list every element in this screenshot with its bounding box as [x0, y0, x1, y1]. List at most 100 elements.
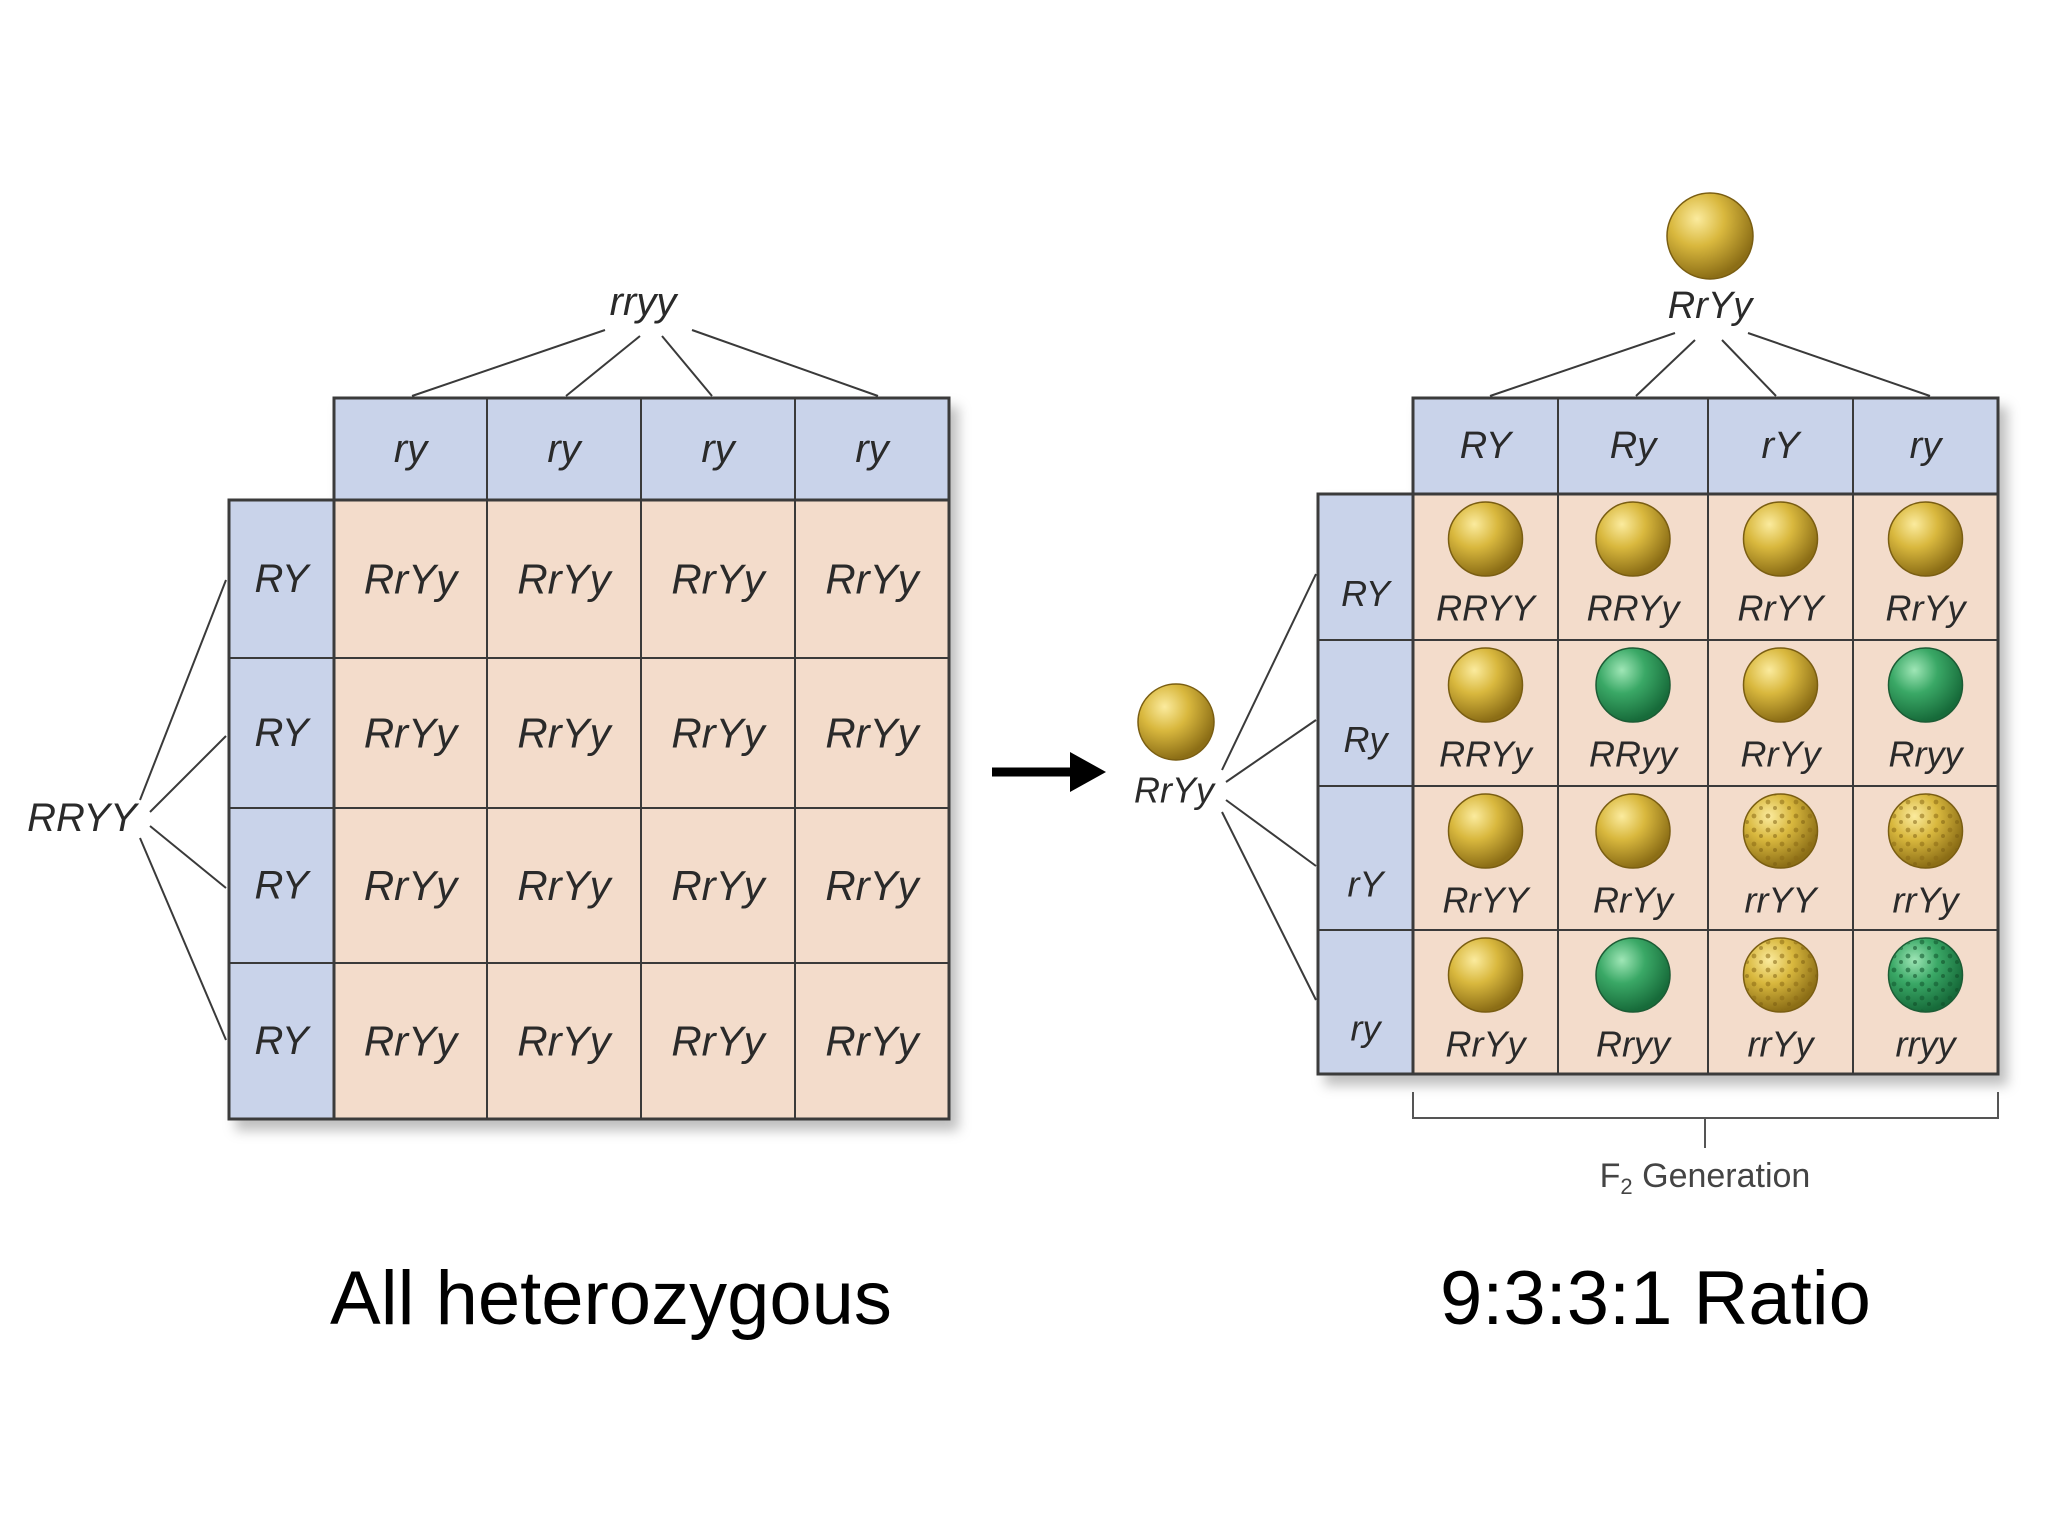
generation-subscript: 2 [1620, 1174, 1632, 1199]
top-parent-seed-icon [1666, 192, 1754, 280]
round-green-seed-icon [1595, 937, 1671, 1013]
generation-word: Generation [1633, 1157, 1811, 1195]
right-offspring-genotype: rrYy [1748, 1024, 1816, 1065]
right-side-branch-line [1221, 811, 1317, 1001]
left-offspring-genotype: RrYy [364, 1018, 460, 1065]
left-offspring-genotype: RrYy [517, 710, 613, 757]
left-offspring-genotype: RrYy [671, 862, 767, 909]
left-top-branch-line [661, 335, 713, 397]
left-row-header-bar [227, 498, 336, 1121]
right-offspring-genotype: RrYy [1741, 734, 1823, 775]
left-offspring-genotype: RrYy [671, 1018, 767, 1065]
left-col-gamete: ry [855, 427, 891, 471]
right-col-gamete: ry [1910, 425, 1944, 467]
round-yellow-seed-icon [1887, 501, 1964, 577]
right-offspring-genotype: RRYy [1587, 588, 1682, 629]
left-offspring-genotype: RrYy [671, 710, 767, 757]
round-yellow-seed-icon [1595, 793, 1671, 869]
right-top-branch-line [1489, 332, 1676, 397]
left-side-branch-line [149, 735, 227, 813]
right-offspring-genotype: rrYY [1745, 880, 1820, 921]
wrinkled-yellow-seed-icon [1887, 793, 1964, 869]
left-side-parent-label: RRYY [27, 796, 140, 840]
right-offspring-genotype: RRyy [1589, 734, 1679, 775]
right-offspring-genotype: Rryy [1889, 734, 1965, 775]
right-row-gamete: rY [1348, 863, 1387, 904]
left-top-parent-label: rryy [610, 280, 680, 324]
round-green-seed-icon [1595, 647, 1671, 723]
right-col-gamete: Ry [1610, 425, 1658, 467]
left-top-branch-line [565, 335, 641, 397]
f2-generation-bracket [1412, 1092, 1999, 1148]
round-yellow-seed-icon [1447, 793, 1524, 869]
right-offspring-genotype: RrYY [1442, 880, 1531, 921]
right-offspring-genotype: RRYY [1436, 588, 1538, 629]
left-offspring-genotype: RrYy [364, 862, 460, 909]
left-col-gamete: ry [547, 427, 583, 471]
round-yellow-seed-icon [1447, 937, 1524, 1013]
round-yellow-seed-icon [1447, 501, 1524, 577]
left-row-gamete: RY [254, 711, 311, 755]
left-offspring-genotype: RrYy [364, 556, 460, 603]
right-side-branch-line [1221, 573, 1317, 771]
left-offspring-genotype: RrYy [825, 862, 921, 909]
arrow-right-icon [992, 752, 1106, 792]
left-col-gamete: ry [701, 427, 737, 471]
round-green-seed-icon [1887, 647, 1964, 723]
right-offspring-genotype: RrYy [1593, 880, 1675, 921]
right-row-gamete: Ry [1344, 719, 1390, 760]
round-yellow-seed-icon [1742, 501, 1819, 577]
left-offspring-genotype: RrYy [825, 710, 921, 757]
right-offspring-genotype: RrYy [1446, 1024, 1528, 1065]
right-top-branch-line [1721, 339, 1777, 397]
f2-generation-label: F2 Generation [1600, 1157, 1811, 1199]
right-row-header-bar [1316, 492, 1415, 1076]
left-caption: All heterozygous [330, 1256, 892, 1341]
right-side-parent-label: RrYy [1134, 770, 1216, 811]
round-yellow-seed-icon [1447, 647, 1524, 723]
wrinkled-yellow-seed-icon [1742, 937, 1819, 1013]
right-top-branch-line [1747, 332, 1931, 397]
right-top-branch-line [1635, 339, 1696, 397]
right-offspring-genotype: rryy [1896, 1024, 1958, 1065]
right-offspring-genotype: RrYy [1886, 588, 1968, 629]
left-grid-frame [227, 396, 951, 1121]
left-side-branch-line [149, 825, 227, 889]
left-top-branch-line [411, 329, 606, 397]
right-offspring-genotype: RrYY [1737, 588, 1826, 629]
left-top-branch-line [691, 329, 879, 397]
left-side-branch-line [139, 837, 227, 1041]
right-top-parent-label: RrYy [1668, 285, 1754, 327]
round-yellow-seed-icon [1742, 647, 1819, 723]
generation-letter: F [1600, 1157, 1621, 1195]
right-row-gamete: RY [1341, 573, 1393, 614]
left-offspring-genotype: RrYy [517, 1018, 613, 1065]
right-row-gamete: ry [1351, 1007, 1383, 1048]
left-row-gamete: RY [254, 1019, 311, 1063]
left-side-branch-line [139, 579, 227, 801]
right-col-header-bar [1411, 396, 2000, 496]
left-offspring-genotype: RrYy [517, 862, 613, 909]
left-offspring-genotype: RrYy [825, 556, 921, 603]
right-side-branch-line [1225, 719, 1317, 783]
left-row-gamete: RY [254, 864, 311, 908]
wrinkled-green-seed-icon [1887, 937, 1964, 1013]
right-caption: 9:3:3:1 Ratio [1440, 1256, 1871, 1341]
left-offspring-genotype: RrYy [517, 556, 613, 603]
right-offspring-genotype: Rryy [1596, 1024, 1672, 1065]
right-col-gamete: rY [1762, 425, 1803, 467]
right-side-branch-line [1225, 799, 1317, 867]
wrinkled-yellow-seed-icon [1742, 793, 1819, 869]
left-offspring-genotype: RrYy [671, 556, 767, 603]
left-row-gamete: RY [254, 557, 311, 601]
side-parent-seed-icon [1137, 683, 1215, 761]
right-offspring-genotype: rrYy [1893, 880, 1961, 921]
left-offspring-genotype: RrYy [825, 1018, 921, 1065]
left-offspring-genotype: RrYy [364, 710, 460, 757]
right-col-gamete: RY [1460, 425, 1514, 467]
left-col-gamete: ry [394, 427, 430, 471]
right-offspring-genotype: RRYy [1439, 734, 1534, 775]
